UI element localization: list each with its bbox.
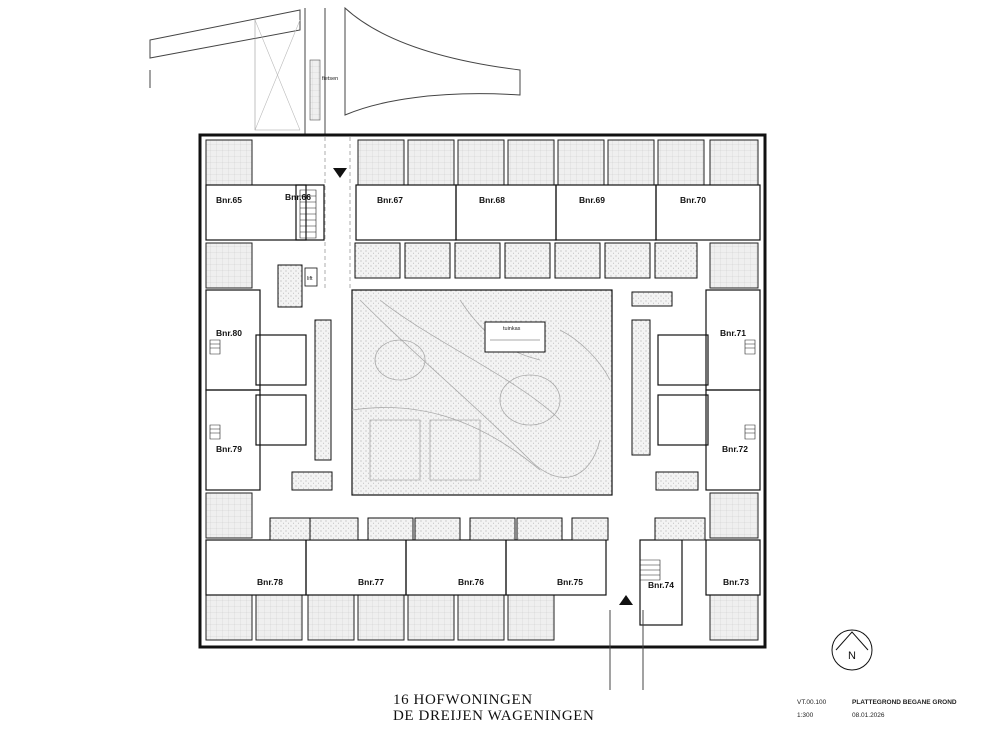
unit-label-71: Bnr.71 bbox=[720, 328, 746, 338]
unit-walls bbox=[205, 184, 761, 626]
unit-label-65: Bnr.65 bbox=[216, 195, 242, 205]
storage-sheds bbox=[269, 242, 706, 541]
lift bbox=[304, 267, 318, 287]
unit-label-74: Bnr.74 bbox=[648, 580, 674, 590]
unit-label-75: Bnr.75 bbox=[557, 577, 583, 587]
fietsen-label: fietsen bbox=[322, 76, 338, 82]
drawing-title-line1: 16 HOFWONINGEN bbox=[393, 692, 533, 708]
unit-label-80: Bnr.80 bbox=[216, 328, 242, 338]
path-north-inner bbox=[324, 137, 351, 290]
unit-label-72: Bnr.72 bbox=[722, 444, 748, 454]
bike-rack bbox=[309, 59, 321, 121]
sheet-code: VT.00.100 bbox=[797, 699, 827, 706]
unit-label-73: Bnr.73 bbox=[723, 577, 749, 587]
tuinkas-label: tuinkas bbox=[503, 326, 521, 332]
entry-arrow-top bbox=[333, 168, 347, 178]
date: 08.01.2026 bbox=[852, 712, 885, 719]
road-top bbox=[149, 6, 521, 137]
lift-label: lift bbox=[307, 276, 313, 282]
drawing-title-line2: DE DREIJEN WAGENINGEN bbox=[393, 708, 595, 724]
stair-details bbox=[209, 189, 756, 581]
scale: 1:300 bbox=[797, 712, 814, 719]
sheet-title: PLATTEGROND BEGANE GROND bbox=[852, 699, 957, 706]
unit-label-79: Bnr.79 bbox=[216, 444, 242, 454]
unit-label-67: Bnr.67 bbox=[377, 195, 403, 205]
tuinkas bbox=[484, 321, 546, 353]
unit-label-68: Bnr.68 bbox=[479, 195, 505, 205]
unit-label-69: Bnr.69 bbox=[579, 195, 605, 205]
courtyard bbox=[351, 289, 613, 496]
gardens bbox=[205, 139, 759, 641]
unit-label-76: Bnr.76 bbox=[458, 577, 484, 587]
unit-label-66: Bnr.66 bbox=[285, 192, 311, 202]
path-south bbox=[609, 610, 644, 690]
unit-label-77: Bnr.77 bbox=[358, 577, 384, 587]
unit-label-70: Bnr.70 bbox=[680, 195, 706, 205]
north-arrow-icon: N bbox=[831, 629, 873, 671]
entry-arrow-bottom bbox=[619, 595, 633, 605]
north-label: N bbox=[848, 650, 856, 662]
unit-label-78: Bnr.78 bbox=[257, 577, 283, 587]
